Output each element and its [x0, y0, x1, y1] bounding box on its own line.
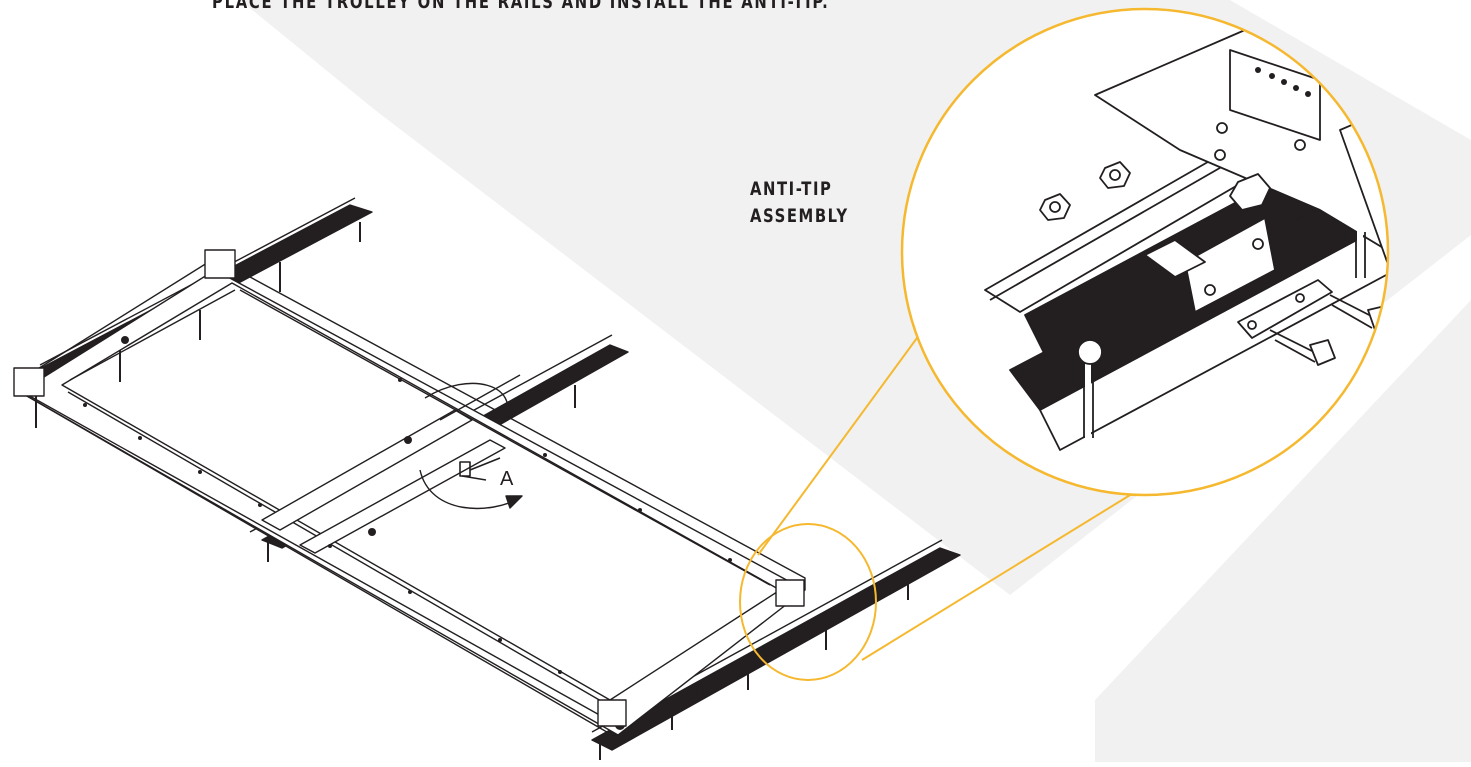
rotation-arrowhead [505, 495, 523, 509]
part-label-a: A [500, 468, 514, 490]
frame-feet [35, 222, 909, 760]
mag-clamp-block [1184, 217, 1276, 313]
anti-tip-part-a [459, 457, 501, 481]
trolley-frame-drawing [13, 197, 961, 760]
callout-label: ANTI-TIP ASSEMBLY [750, 176, 849, 230]
callout-label-line2: ASSEMBLY [750, 205, 849, 227]
bracket-bottom [597, 699, 627, 727]
bracket-left [13, 367, 45, 397]
mag-loose-nut-1 [1039, 193, 1071, 221]
bracket-top [204, 249, 236, 279]
callout-large-circle [900, 7, 1390, 497]
mag-loose-nut-2 [1099, 161, 1131, 189]
instruction-heading: PLACE THE TROLLEY ON THE RAILS AND INSTA… [212, 0, 830, 13]
cross-member-1 [261, 409, 473, 531]
mag-anti-tip-plate [1237, 279, 1333, 339]
bracket-right [775, 579, 805, 607]
mag-hex-nut [1229, 173, 1271, 211]
callout-label-line1: ANTI-TIP [750, 178, 833, 200]
right-rail [591, 547, 961, 751]
callout-small-circle [739, 523, 877, 681]
background-panel-right [1095, 300, 1471, 762]
cross-member-2 [299, 439, 506, 554]
